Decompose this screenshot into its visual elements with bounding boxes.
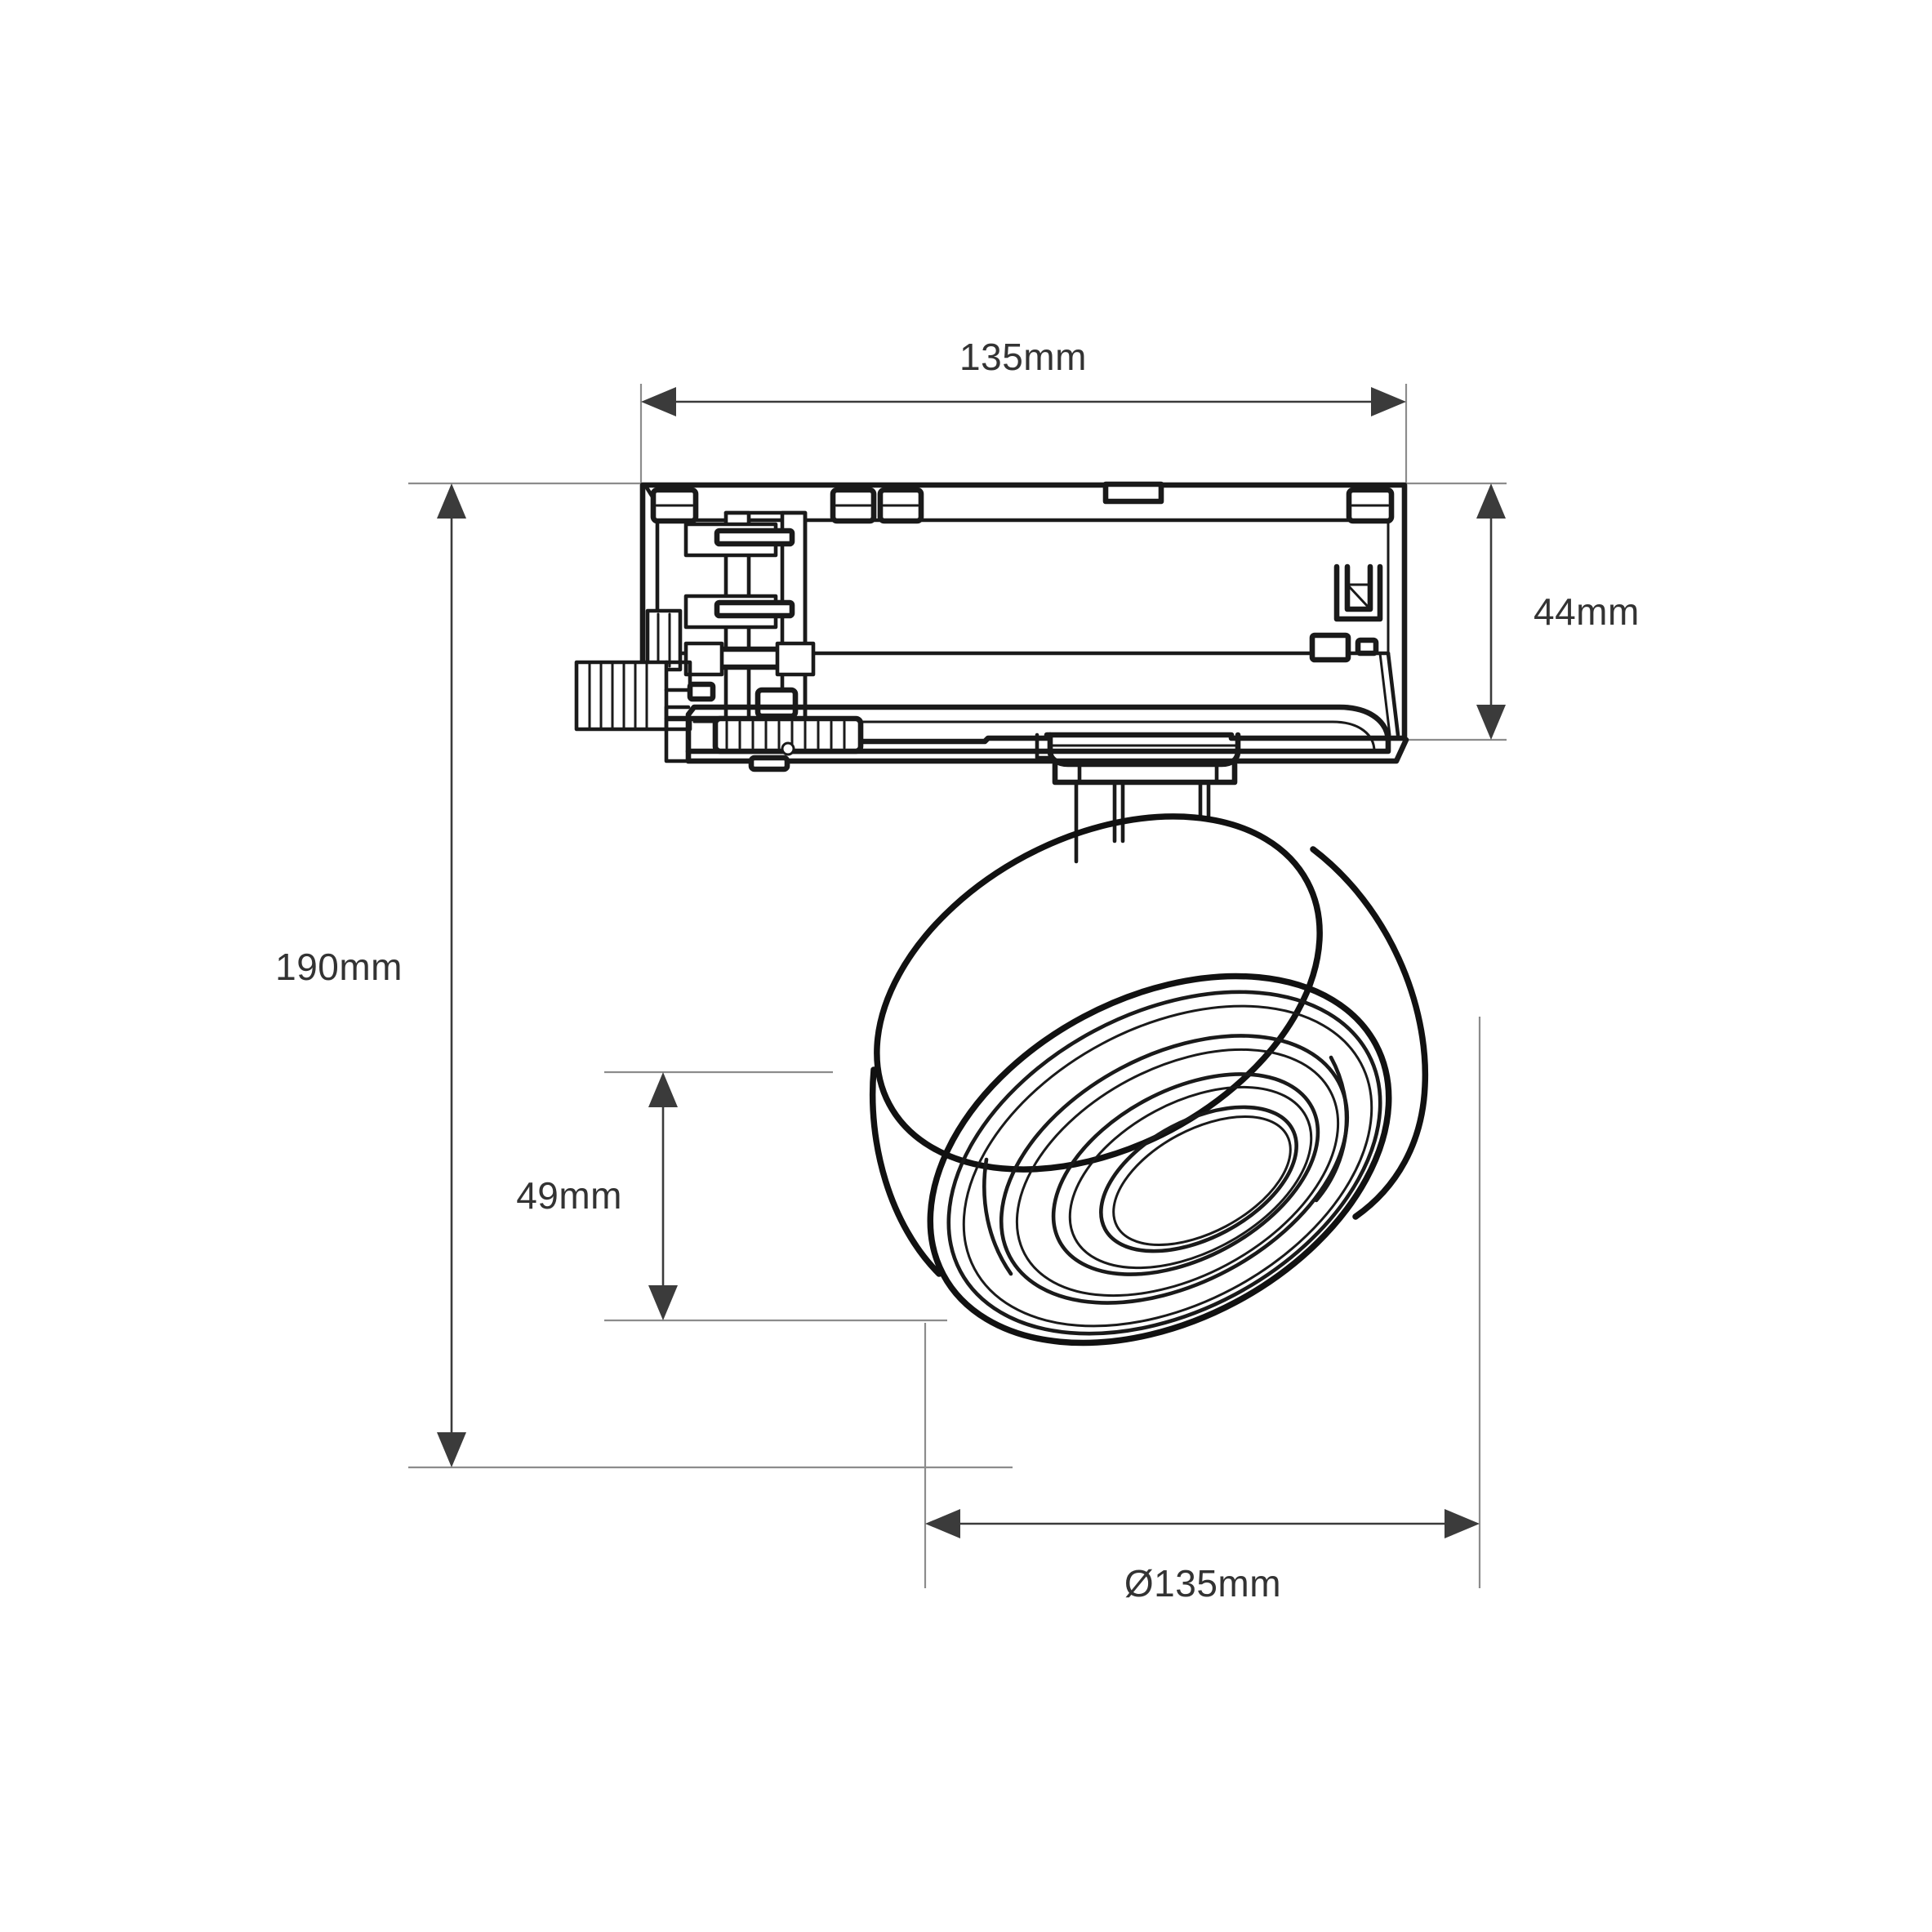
top-width-dimension-label: 135mm (959, 336, 1087, 378)
head-height-dimension-label: 49mm (516, 1174, 622, 1217)
adapter-height-dimension: 44mm (1476, 483, 1640, 740)
adapter-fin-pack (574, 660, 692, 732)
spotlight-head-cylinder (869, 813, 1429, 1347)
head-diameter-dimension: Ø135mm (925, 1509, 1480, 1605)
adapter-height-dimension-label: 44mm (1534, 590, 1640, 633)
adapter-internal-mechanism (683, 510, 816, 721)
top-width-dimension: 135mm (641, 336, 1406, 416)
overall-height-dimension: 190mm (275, 483, 466, 1467)
adapter-left-slot (645, 608, 683, 672)
tilt-stem-joint (1035, 732, 1241, 864)
head-height-dimension: 49mm (516, 1072, 678, 1320)
adapter-earth-bracket (1333, 563, 1383, 622)
track-contact-tabs (650, 481, 1395, 524)
head-diameter-dimension-label: Ø135mm (1124, 1562, 1281, 1605)
extension-lines (408, 384, 1507, 1588)
track-adapter-body (574, 481, 1409, 772)
adapter-lower-rail (685, 704, 1409, 772)
overall-height-dimension-label: 190mm (275, 946, 403, 988)
